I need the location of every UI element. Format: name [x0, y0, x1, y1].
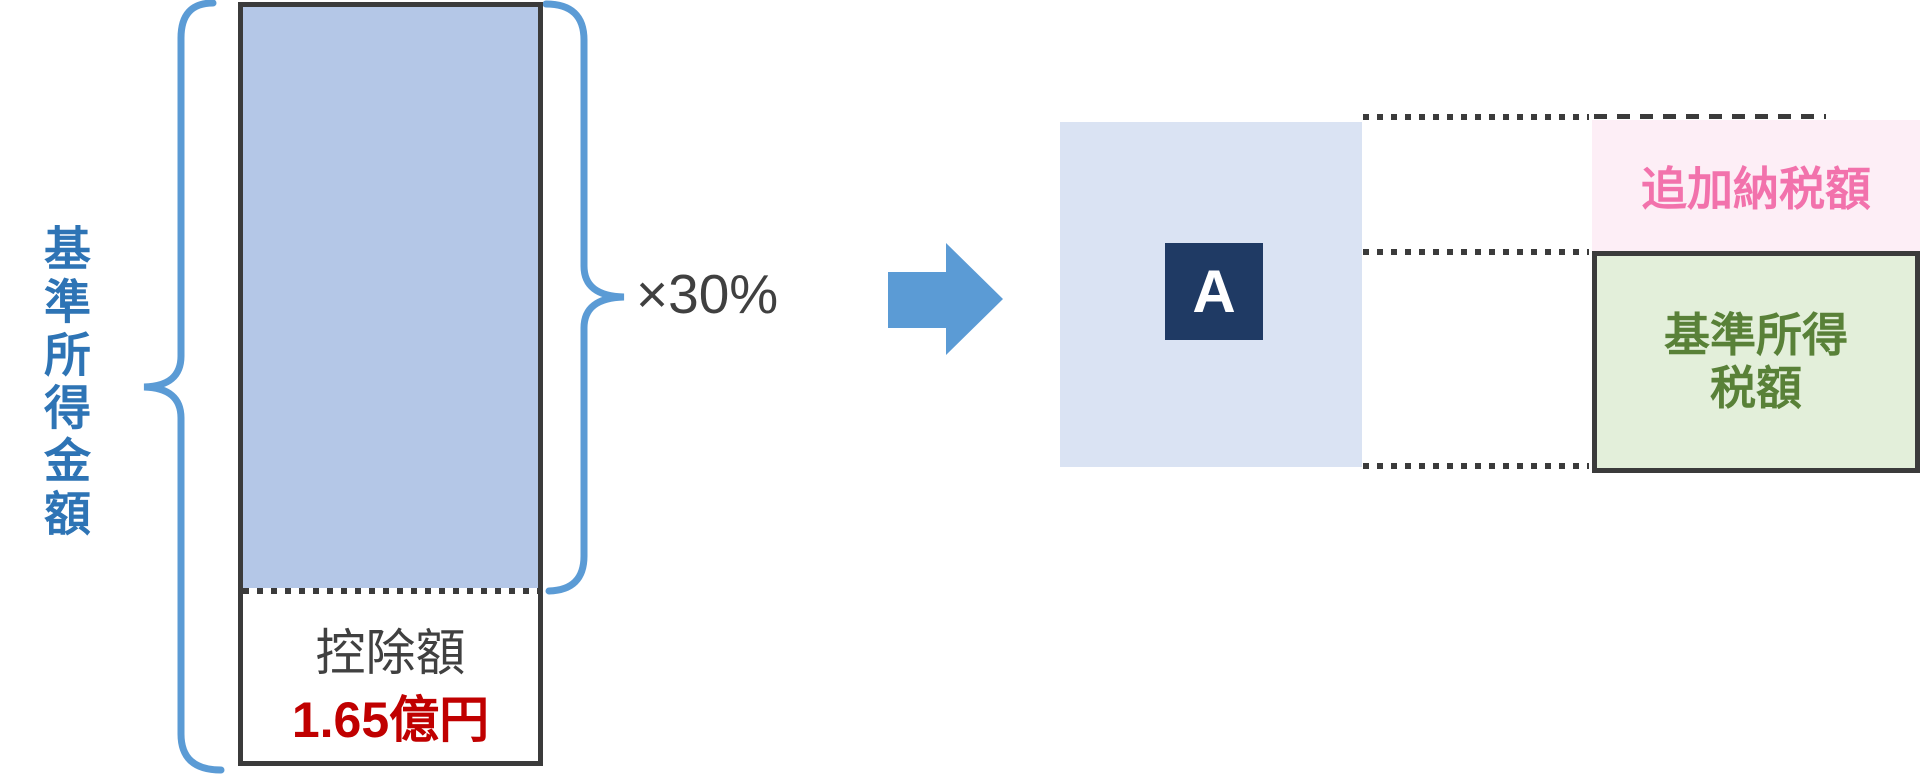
base-tax-box: 基準所得 税額: [1592, 251, 1920, 473]
deduction-separator-dotted-line: [243, 588, 538, 594]
connector-dotted-line-bottom: [1363, 463, 1589, 469]
result-a-badge: A: [1165, 243, 1263, 340]
tax-amount-square: A: [1060, 122, 1362, 467]
base-income-rect: 控除額 1.65億円: [238, 2, 543, 766]
base-tax-label-line2: 税額: [1710, 362, 1802, 414]
connector-dotted-line-top: [1363, 114, 1589, 120]
additional-tax-label: 追加納税額: [1641, 162, 1871, 215]
connector-dotted-line-middle: [1363, 249, 1589, 255]
base-tax-label-line1: 基準所得: [1664, 309, 1848, 362]
right-arrow-icon: [888, 243, 1003, 355]
additional-tax-dashed-top-border: [1594, 114, 1826, 119]
multiplier-label: ×30%: [636, 263, 779, 325]
base-income-amount-label: 基準所得金額: [37, 224, 90, 542]
deduction-amount: 1.65億円: [291, 692, 490, 748]
taxable-portion-fill: [243, 7, 538, 588]
deduction-label: 控除額: [315, 625, 466, 681]
left-curly-brace: [143, 0, 225, 774]
additional-tax-box: 追加納税額: [1592, 120, 1920, 251]
right-curly-brace: [542, 0, 625, 595]
